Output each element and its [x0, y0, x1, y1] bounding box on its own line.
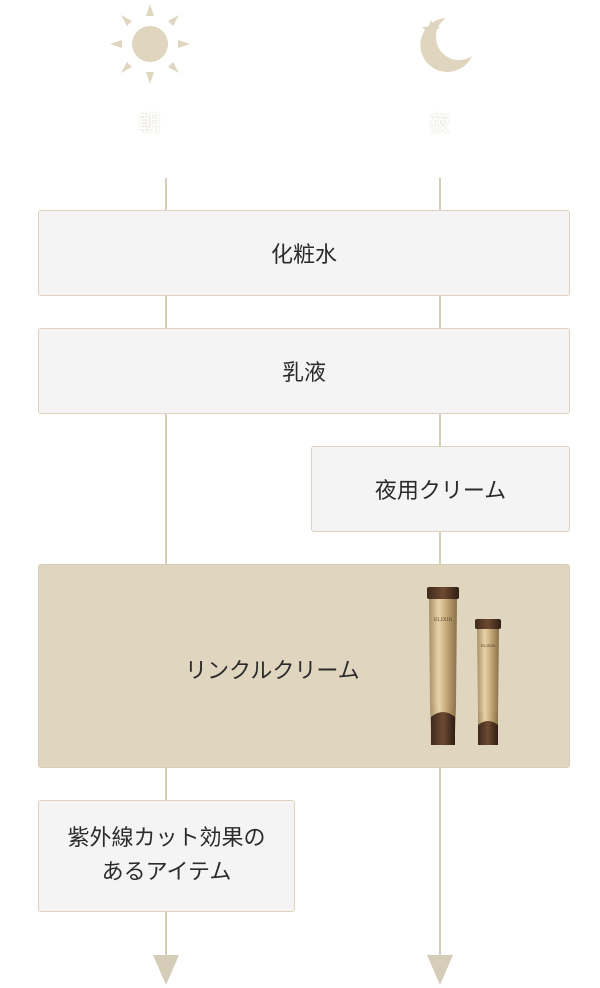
svg-text:ELIXIR: ELIXIR: [481, 643, 497, 648]
moon-star-icon: [412, 12, 476, 76]
step-emulsion-label: 乳液: [281, 361, 326, 386]
morning-label: 朝: [138, 112, 162, 137]
step-wrinkle-cream-label: リンクルクリーム: [185, 659, 360, 684]
product-tubes-image: ELIXIR ELIXIR: [423, 585, 523, 750]
step-night-cream: 夜用クリーム: [311, 446, 570, 532]
step-uv-cut-line2: あるアイテム: [101, 860, 232, 885]
night-label: 夜: [428, 112, 452, 137]
step-night-cream-label: 夜用クリーム: [374, 479, 507, 504]
step-wrinkle-cream: リンクルクリーム ELIXIR: [38, 564, 570, 768]
night-arrow-down: [427, 955, 453, 985]
step-lotion-label: 化粧水: [270, 243, 337, 268]
svg-text:ELIXIR: ELIXIR: [434, 617, 452, 623]
step-lotion: 化粧水: [38, 210, 570, 296]
step-uv-cut-item: 紫外線カット効果の あるアイテム: [38, 800, 295, 912]
step-uv-cut-line1: 紫外線カット効果の: [67, 826, 266, 851]
sun-icon: [108, 2, 192, 86]
morning-arrow-down: [153, 955, 179, 985]
step-emulsion: 乳液: [38, 328, 570, 414]
